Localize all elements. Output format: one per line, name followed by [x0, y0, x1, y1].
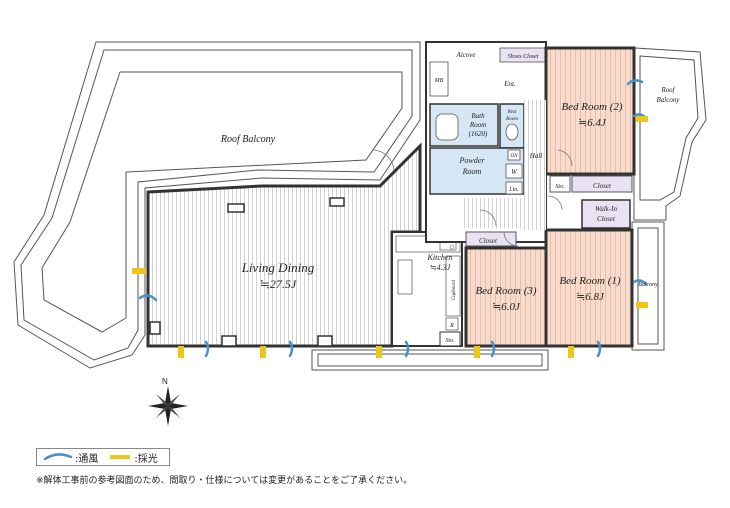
walk-in-closet-label-2: Closet — [597, 215, 616, 223]
rest-room-label-2: Room — [505, 117, 518, 122]
powder-room-label-2: Room — [462, 167, 482, 176]
bedroom-3-size: ≒6.0J — [492, 301, 521, 313]
shoes-closet-label: Shoes Closet — [508, 54, 539, 60]
lin-label: Lin. — [508, 187, 519, 193]
bedroom-1-size: ≒6.8J — [576, 291, 605, 303]
on-label: ON — [511, 154, 519, 159]
roof-balcony-outline — [13, 41, 421, 369]
bedroom-3-label: Bed Room (3) — [475, 285, 536, 297]
kitchen-size: ≒4.3J — [430, 263, 451, 272]
roof-balcony-label: Roof Balcony — [220, 134, 276, 145]
bedroom-3-closet — [465, 231, 517, 247]
wind-legend-icon — [43, 453, 73, 461]
bottom-storage-label: Sto. — [445, 338, 454, 344]
kitchen-label: Kitchen — [427, 253, 453, 262]
mb-label: MB — [434, 78, 444, 84]
light-indicators — [132, 116, 648, 358]
bath-label-1: Bath — [471, 112, 485, 120]
walk-in-closet-label-1: Walk-In — [595, 205, 617, 213]
alcove-label: Alcove — [455, 51, 475, 59]
bedroom-3-floor — [464, 246, 548, 348]
hall-floor — [524, 100, 546, 230]
walk-in-closet — [581, 199, 631, 229]
living-dining-size: ≒27.5J — [260, 277, 297, 291]
bath-label-2: Room — [469, 121, 486, 129]
bedroom-2-storage-label: Sto. — [555, 184, 564, 190]
legend: :通風 :採光 — [36, 448, 170, 466]
refrigerator-label: R — [449, 323, 454, 329]
bottom-storage — [439, 331, 461, 347]
bedroom-3-closet-label: Closet — [479, 237, 498, 245]
compass-north-label: N — [162, 377, 168, 386]
bedroom-1-label: Bed Room (1) — [559, 275, 620, 287]
wind-legend-label: :通風 — [75, 453, 99, 465]
bedroom-2-closet-label: Closet — [593, 182, 612, 190]
wall-details — [149, 197, 345, 347]
rest-room-label-1: Rest — [507, 110, 517, 115]
compass-icon — [148, 386, 188, 426]
ent-label: Ent. — [503, 80, 516, 88]
right-roof-balcony-outline — [633, 47, 707, 221]
balcony-right-label: Balcony — [638, 282, 658, 288]
living-dining-floor — [146, 142, 422, 348]
bedroom-2-size: ≒6.4J — [578, 117, 607, 129]
door-swings — [371, 149, 573, 247]
footnote: ※解体工事前の参考図面のため、間取り・仕様については変更があることをご了承くださ… — [36, 476, 413, 486]
bedroom-2-label: Bed Room (2) — [561, 101, 622, 113]
cupboard-label: Cupboard — [452, 279, 457, 300]
bedroom-2-storage — [549, 175, 571, 193]
bedroom-2-closet — [571, 175, 633, 193]
bottom-balcony-outline — [311, 349, 549, 371]
roof-balcony-right-label-1: Roof — [660, 86, 675, 94]
powder-room-label-1: Powder — [459, 156, 486, 165]
living-dining-label: Living Dining — [241, 260, 315, 275]
hall-label: Hall — [529, 152, 543, 160]
bedroom-2-floor — [544, 46, 636, 176]
bath-label-3: (1620) — [469, 130, 488, 138]
light-legend-label: :採光 — [134, 453, 158, 465]
roof-balcony-right-label-2: Balcony — [657, 96, 681, 104]
bedroom-1-floor — [544, 228, 634, 348]
light-legend-icon — [110, 455, 131, 459]
w-label: W — [511, 168, 518, 176]
